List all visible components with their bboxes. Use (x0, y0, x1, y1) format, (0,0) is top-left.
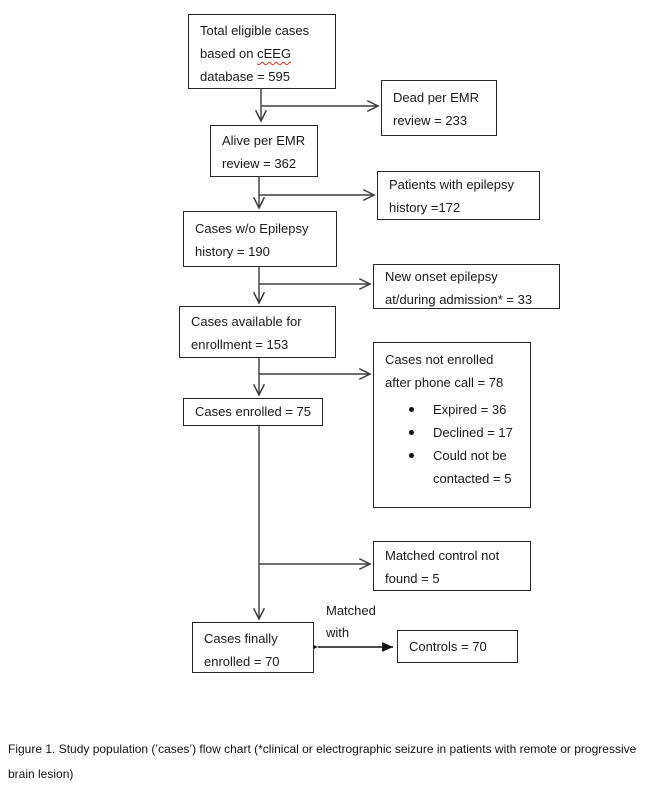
list-item-expired: Expired = 36 (409, 398, 525, 421)
box-alive-text: Alive per EMR review = 362 (222, 133, 306, 171)
box-controls-text: Controls = 70 (409, 639, 487, 654)
box-not-enrolled-title: Cases not enrolled after phone call = 78 (385, 352, 504, 390)
box-total-eligible: Total eligible cases based on cEEG databas… (188, 14, 336, 89)
box-without-epilepsy-history: Cases w/o Epilepsy history = 190 (183, 211, 337, 267)
box-available-text: Cases available for enrollment = 153 (191, 314, 302, 352)
box-enrolled-text: Cases enrolled = 75 (195, 404, 311, 419)
box-controls: Controls = 70 (397, 630, 518, 663)
box-dead-text: Dead per EMR review = 233 (393, 90, 479, 128)
list-item-declined: Declined = 17 (409, 421, 525, 444)
box-total-line3: database = 595 (200, 69, 290, 84)
box-new-onset-epilepsy: New onset epilepsy at/during admission* … (373, 264, 560, 309)
box-epilepsy-history-text: Patients with epilepsy history =172 (389, 177, 515, 215)
box-new-onset-text: New onset epilepsy at/during admission* … (385, 269, 533, 307)
box-without-epilepsy-text: Cases w/o Epilepsy history = 190 (195, 221, 309, 259)
box-total-line1: Total eligible cases (200, 23, 310, 38)
box-cases-enrolled: Cases enrolled = 75 (183, 398, 323, 426)
figure-caption: Figure 1. Study population (’cases’) flo… (8, 742, 637, 781)
box-matched-not-found-text: Matched control not found = 5 (385, 548, 500, 586)
box-matched-control-not-found: Matched control not found = 5 (373, 541, 531, 591)
box-available-for-enrollment: Cases available for enrollment = 153 (179, 306, 336, 358)
list-item-not-contacted: Could not be contacted = 5 (409, 444, 525, 490)
matched-with-label: Matched with (326, 603, 376, 640)
box-alive-per-emr: Alive per EMR review = 362 (210, 125, 318, 177)
box-cases-not-enrolled: Cases not enrolled after phone call = 78… (373, 342, 531, 508)
box-finally-enrolled-text: Cases finally enrolled = 70 (204, 631, 280, 669)
box-total-line2-prefix: based on (200, 46, 258, 61)
box-dead-per-emr: Dead per EMR review = 233 (381, 80, 497, 136)
box-cases-finally-enrolled: Cases finally enrolled = 70 (192, 622, 314, 673)
ceeg-misspelled-word: cEEG (257, 46, 292, 61)
box-epilepsy-history: Patients with epilepsy history =172 (377, 171, 540, 220)
